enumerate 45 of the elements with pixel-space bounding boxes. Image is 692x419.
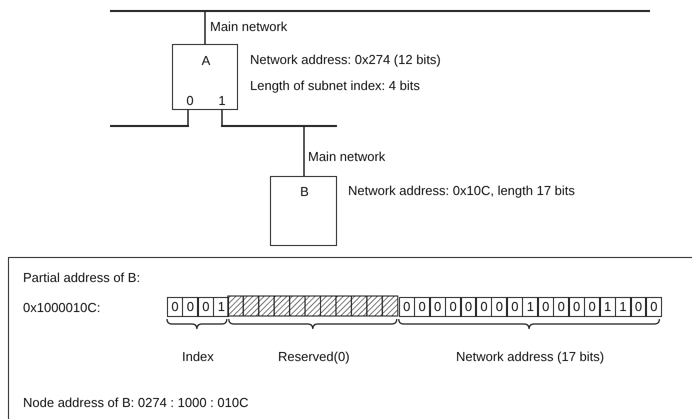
address-panel: [8, 257, 692, 419]
bit-cell: 0: [584, 297, 600, 317]
bit-cell: 1: [600, 297, 616, 317]
network-bus-line: [110, 125, 189, 127]
network-bus-line: [221, 125, 337, 127]
connector-line: [221, 110, 223, 125]
edge-label: Main network: [308, 149, 386, 164]
node-caption: Length of subnet index: 4 bits: [250, 78, 420, 93]
node-name: A: [200, 53, 212, 68]
node-box: [270, 176, 337, 246]
edge-label: Main network: [210, 19, 288, 34]
bit-cell: 1: [213, 297, 230, 317]
panel-heading: Partial address of B:: [23, 270, 140, 285]
bit-cell: 0: [476, 297, 492, 317]
bit-cell: 0: [630, 297, 646, 317]
bit-cell: 0: [460, 297, 476, 317]
field-label: Network address (17 bits): [455, 349, 606, 364]
bit-cell: 0: [167, 297, 183, 317]
node-name: B: [299, 184, 310, 199]
port-number: 1: [217, 93, 227, 108]
bit-cell: 0: [182, 297, 198, 317]
bit-cell: 0: [506, 297, 523, 317]
bit-cell: 0: [491, 297, 508, 317]
bit-cell: 1: [522, 297, 538, 317]
node-caption: Network address: 0x10C, length 17 bits: [348, 183, 575, 198]
bit-cell: 0: [538, 297, 554, 317]
bit-cell: 0: [398, 297, 415, 317]
connector-line: [204, 12, 206, 44]
bit-cell: 0: [646, 297, 662, 317]
bit-cell: 0: [553, 297, 570, 317]
bit-cell: 0: [445, 297, 462, 317]
node-address-text: Node address of B: 0274 : 1000 : 010C: [23, 395, 248, 410]
node-box: [172, 44, 238, 110]
network-bus-line: [110, 10, 650, 12]
bit-cell: 0: [568, 297, 585, 317]
hex-address: 0x1000010C:: [23, 300, 100, 315]
connector-line: [187, 110, 189, 125]
field-label: Reserved(0): [277, 349, 351, 364]
port-number: 0: [185, 93, 195, 108]
bit-cell: 1: [615, 297, 631, 317]
bit-cell: 0: [414, 297, 430, 317]
node-caption: Network address: 0x274 (12 bits): [250, 52, 441, 67]
bit-cell: 0: [198, 297, 214, 317]
bit-cell: 0: [430, 297, 446, 317]
connector-line: [303, 127, 305, 176]
